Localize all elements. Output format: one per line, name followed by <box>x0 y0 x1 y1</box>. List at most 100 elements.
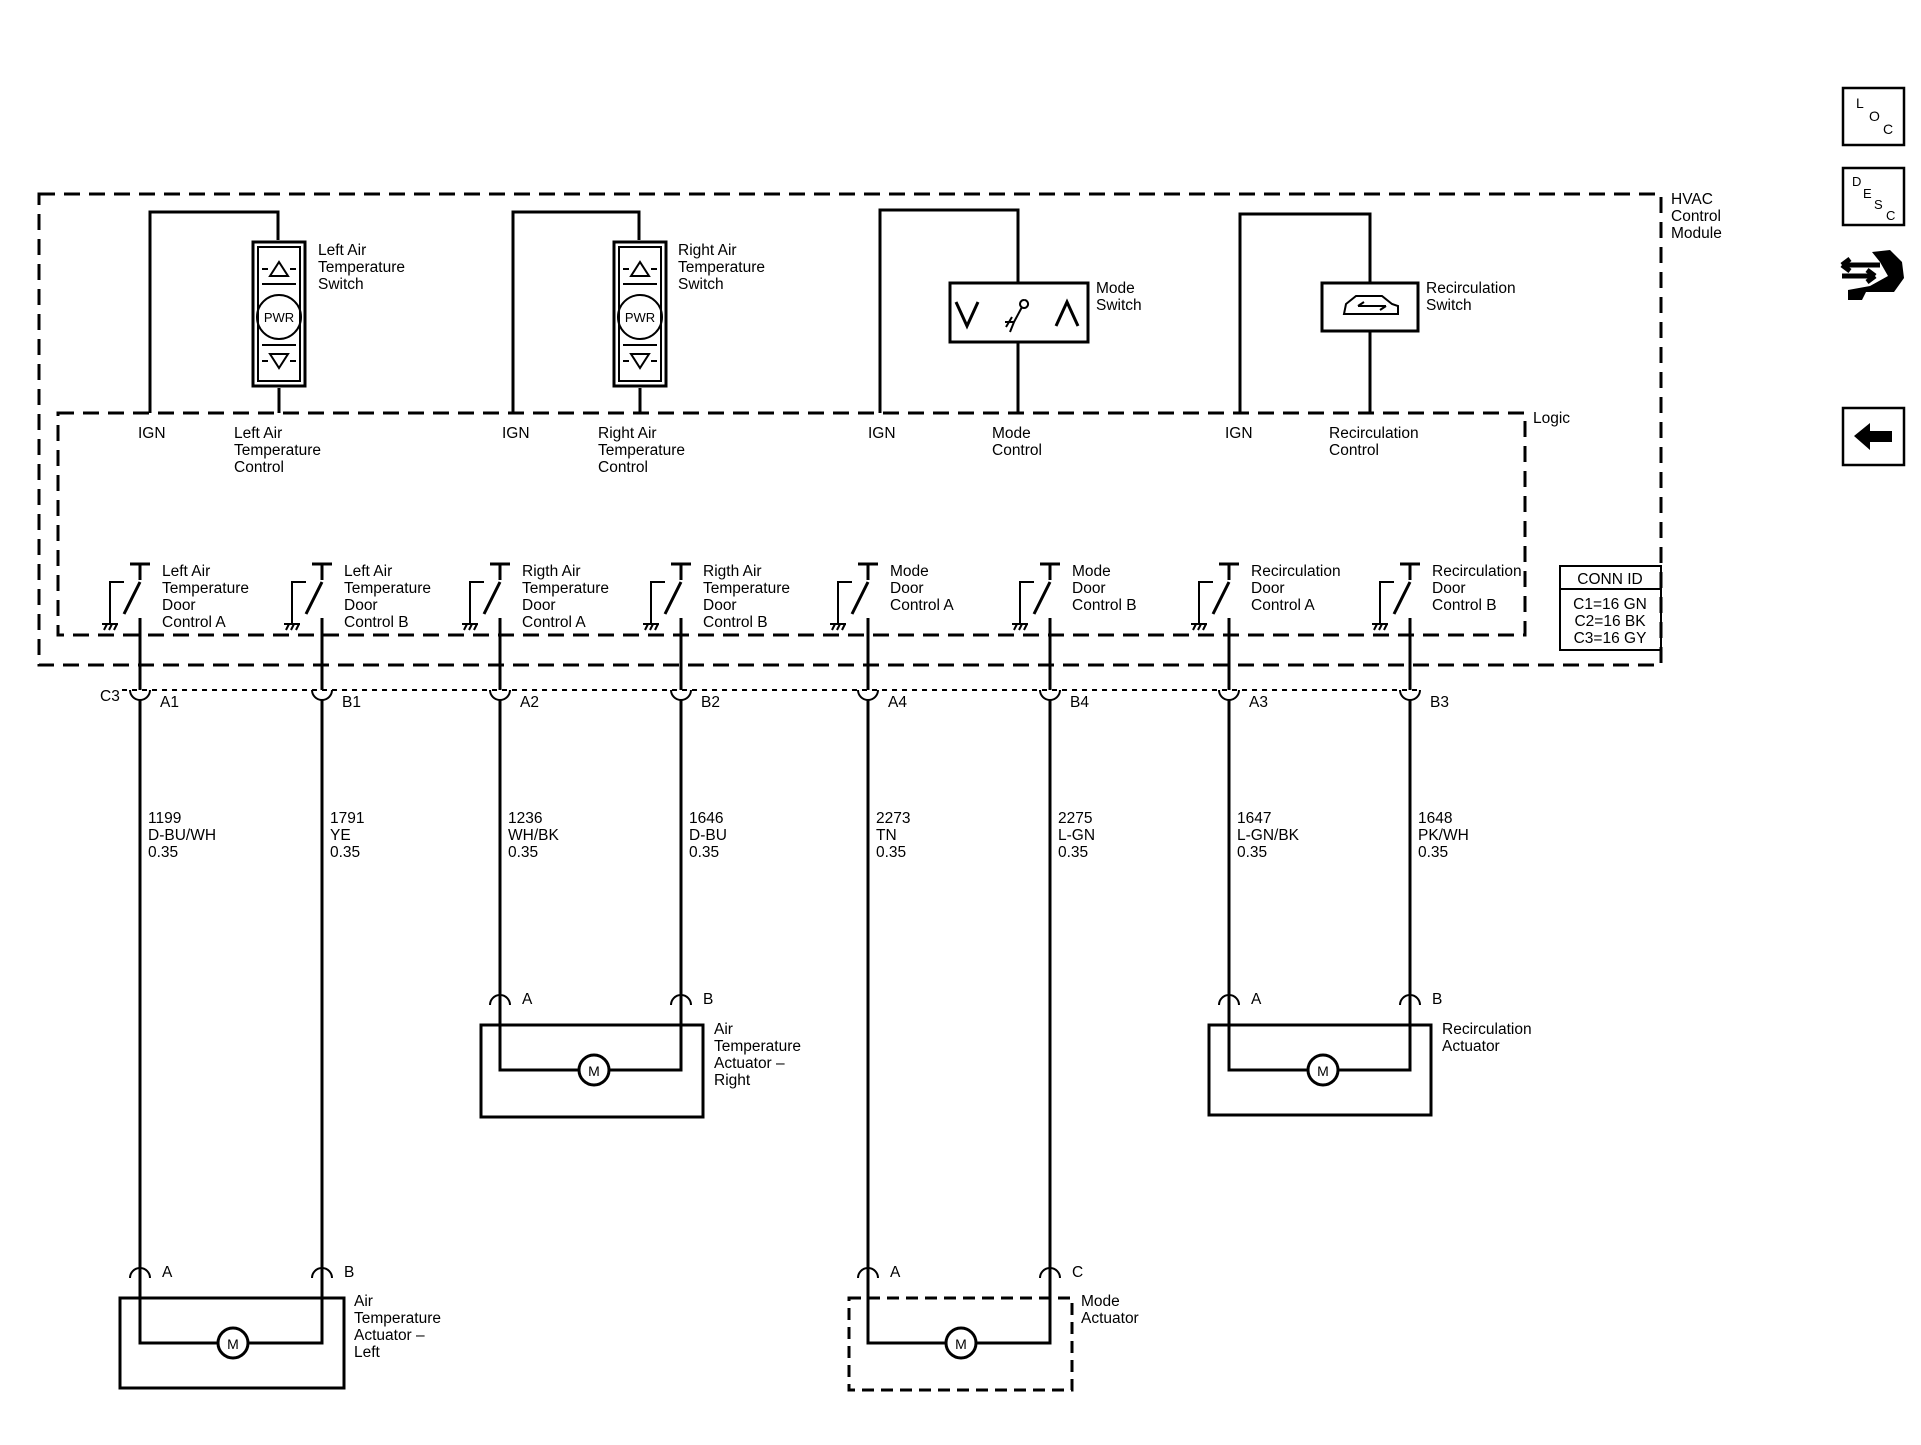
right-actuator-label-4: Right <box>714 1072 751 1089</box>
wire-gauge-2: 0.35 <box>330 844 360 861</box>
conn-id-row-3: C3=16 GY <box>1574 630 1647 647</box>
door-control-label-8-1: Recirculation <box>1432 563 1522 580</box>
left-actuator-label-4: Left <box>354 1344 381 1361</box>
pin-label-b4: B4 <box>1070 694 1089 711</box>
mode-actuator-label-1: Mode <box>1081 1293 1120 1310</box>
conn-id-row-1: C1=16 GN <box>1573 596 1647 613</box>
door-control-label-1-3: Door <box>162 597 196 614</box>
connector-pin-a3: A3 <box>1218 689 1268 711</box>
wire-circuit-1: 1199 <box>148 810 181 827</box>
wire-color-3: WH/BK <box>508 827 559 844</box>
door-control-label-4-4: Control B <box>703 614 768 631</box>
door-control-label-4-1: Rigth Air <box>703 563 762 580</box>
recirc-switch-label-1: Recirculation <box>1426 280 1516 297</box>
door-control-label-7-3: Control A <box>1251 597 1315 614</box>
wire-color-7: L-GN/BK <box>1237 827 1300 844</box>
hvac-module-label-2: Control <box>1671 208 1721 225</box>
door-control-label-6-1: Mode <box>1072 563 1111 580</box>
left-actuator-label-2: Temperature <box>354 1310 441 1327</box>
logic-outline <box>56 411 1527 637</box>
desc-letter-e: E <box>1863 186 1872 201</box>
mode-actuator: A C M <box>847 1264 1083 1392</box>
wire-color-6: L-GN <box>1058 827 1095 844</box>
mode-actuator-pin-a: A <box>890 1264 901 1281</box>
recirc-actuator-label-2: Actuator <box>1442 1038 1500 1055</box>
hvac-module-outline <box>37 192 1663 667</box>
wire-gauge-5: 0.35 <box>876 844 906 861</box>
wire-color-4: D-BU <box>689 827 727 844</box>
left-actuator-label-1: Air <box>354 1293 373 1310</box>
door-control-label-1-2: Temperature <box>162 580 249 597</box>
door-control-label-3-4: Control A <box>522 614 586 631</box>
door-control-label-2-4: Control B <box>344 614 409 631</box>
door-control-label-3-1: Rigth Air <box>522 563 581 580</box>
recirc-actuator-label-1: Recirculation <box>1442 1021 1532 1038</box>
connector-pin-b1: B1 <box>311 689 361 711</box>
door-control-label-7-2: Door <box>1251 580 1285 597</box>
right-control-label-3: Control <box>598 459 648 476</box>
right-actuator-pin-b: B <box>703 991 713 1008</box>
wire-color-8: PK/WH <box>1418 827 1469 844</box>
conn-id-title: CONN ID <box>1577 571 1642 588</box>
right-switch-label-2: Temperature <box>678 259 765 276</box>
desc-button[interactable]: D E S C <box>1841 166 1906 227</box>
right-switch-label-3: Switch <box>678 276 724 293</box>
wire-gauge-8: 0.35 <box>1418 844 1448 861</box>
loc-button[interactable]: L O C <box>1841 86 1906 147</box>
door-control-label-5-1: Mode <box>890 563 929 580</box>
left-actuator-pin-b: B <box>344 1264 354 1281</box>
door-control-label-7-1: Recirculation <box>1251 563 1341 580</box>
desc-letter-d: D <box>1852 174 1861 189</box>
desc-letter-s: S <box>1874 197 1883 212</box>
recirc-actuator-motor: M <box>1317 1063 1329 1079</box>
door-control-label-4-2: Temperature <box>703 580 790 597</box>
hvac-module-label-1: HVAC <box>1671 191 1713 208</box>
mode-control-label-2: Control <box>992 442 1042 459</box>
conn-id-row-2: C2=16 BK <box>1574 613 1646 630</box>
back-arrow-icon[interactable] <box>1841 406 1906 467</box>
left-switch-pwr-label: PWR <box>264 310 294 325</box>
connector-pin-b2: B2 <box>670 689 720 711</box>
loc-letter-o: O <box>1869 108 1880 124</box>
wire-circuit-3: 1236 <box>508 810 542 827</box>
recirculation-switch <box>1238 212 1420 413</box>
left-actuator-label-3: Actuator – <box>354 1327 425 1344</box>
right-actuator-pin-a: A <box>522 991 533 1008</box>
right-actuator-motor: M <box>588 1063 600 1079</box>
recirc-control-label-2: Control <box>1329 442 1379 459</box>
recirc-switch-label-2: Switch <box>1426 297 1472 314</box>
connector-icon[interactable] <box>1840 250 1904 300</box>
wire-circuit-5: 2273 <box>876 810 910 827</box>
left-control-label-3: Control <box>234 459 284 476</box>
recirc-actuator-pin-b: B <box>1432 991 1442 1008</box>
conn-id-table: CONN ID C1=16 GN C2=16 BK C3=16 GY <box>1559 565 1662 651</box>
door-control-label-2-1: Left Air <box>344 563 392 580</box>
door-control-label-8-2: Door <box>1432 580 1466 597</box>
left-actuator-motor: M <box>227 1336 239 1352</box>
door-control-label-3-3: Door <box>522 597 556 614</box>
door-control-label-1-4: Control A <box>162 614 226 631</box>
right-control-label-1: Right Air <box>598 425 657 442</box>
wire-circuit-4: 1646 <box>689 810 723 827</box>
desc-letter-c: C <box>1886 208 1895 223</box>
wire-circuit-7: 1647 <box>1237 810 1271 827</box>
door-control-label-3-2: Temperature <box>522 580 609 597</box>
connector-pin-a4: A4 <box>857 689 907 711</box>
left-switch-label-1: Left Air <box>318 242 366 259</box>
recirc-actuator-pin-a: A <box>1251 991 1262 1008</box>
left-air-temperature-switch: PWR <box>148 210 307 413</box>
right-actuator-label-1: Air <box>714 1021 733 1038</box>
wire-color-5: TN <box>876 827 897 844</box>
